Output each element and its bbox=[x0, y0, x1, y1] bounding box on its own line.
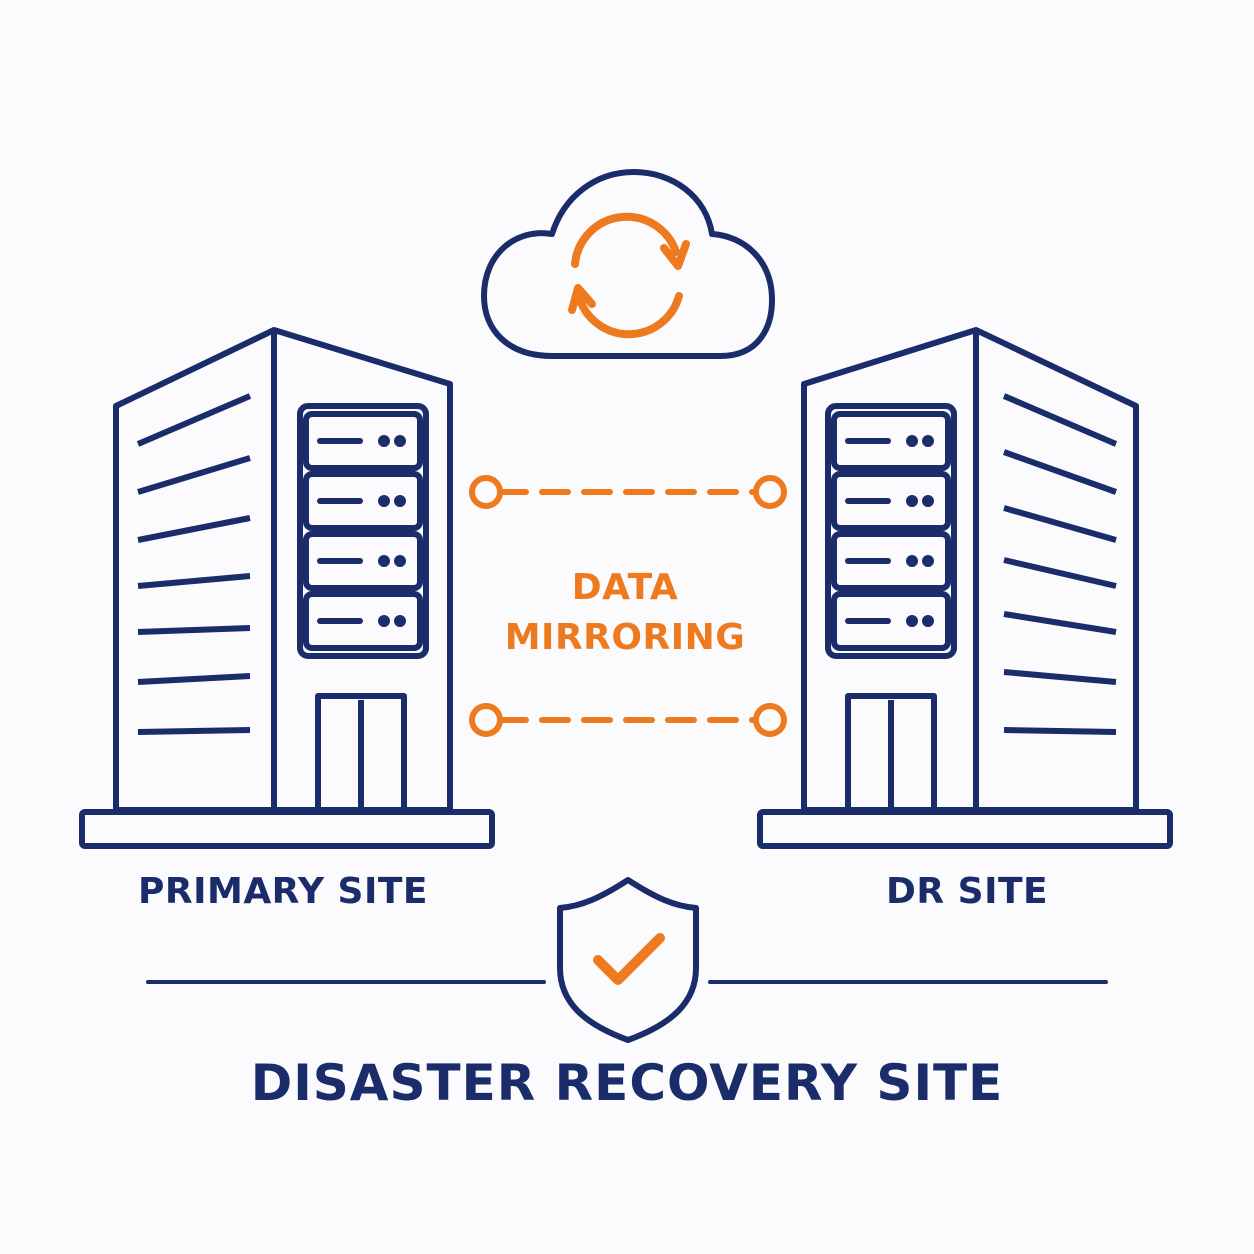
data-mirroring-line-1: DATA bbox=[571, 567, 679, 608]
dr-building-icon bbox=[757, 327, 1173, 849]
dr-server-unit-4 bbox=[831, 591, 951, 651]
dr-site-label: DR SITE bbox=[886, 871, 1049, 912]
data-mirroring-line-2: MIRRORING bbox=[504, 617, 746, 658]
primary-server-rack-icon bbox=[297, 403, 429, 659]
primary-server-unit-2 bbox=[303, 471, 423, 531]
dr-server-unit-3 bbox=[831, 531, 951, 591]
primary-building-icon bbox=[79, 327, 495, 849]
primary-server-unit-1 bbox=[303, 411, 423, 471]
primary-server-unit-4 bbox=[303, 591, 423, 651]
sync-icon bbox=[568, 212, 690, 339]
mirror-connector-top bbox=[469, 475, 787, 509]
shield-check-icon bbox=[557, 877, 699, 1043]
page-title: DISASTER RECOVERY SITE bbox=[250, 1054, 1004, 1112]
cloud-icon bbox=[481, 169, 775, 359]
primary-site-label: PRIMARY SITE bbox=[138, 871, 429, 912]
dr-server-unit-1 bbox=[831, 411, 951, 471]
mirror-connector-bottom bbox=[469, 703, 787, 737]
data-mirroring-label: DATA MIRRORING bbox=[500, 563, 750, 663]
dr-server-unit-2 bbox=[831, 471, 951, 531]
dr-server-rack-icon bbox=[825, 403, 957, 659]
primary-server-unit-3 bbox=[303, 531, 423, 591]
